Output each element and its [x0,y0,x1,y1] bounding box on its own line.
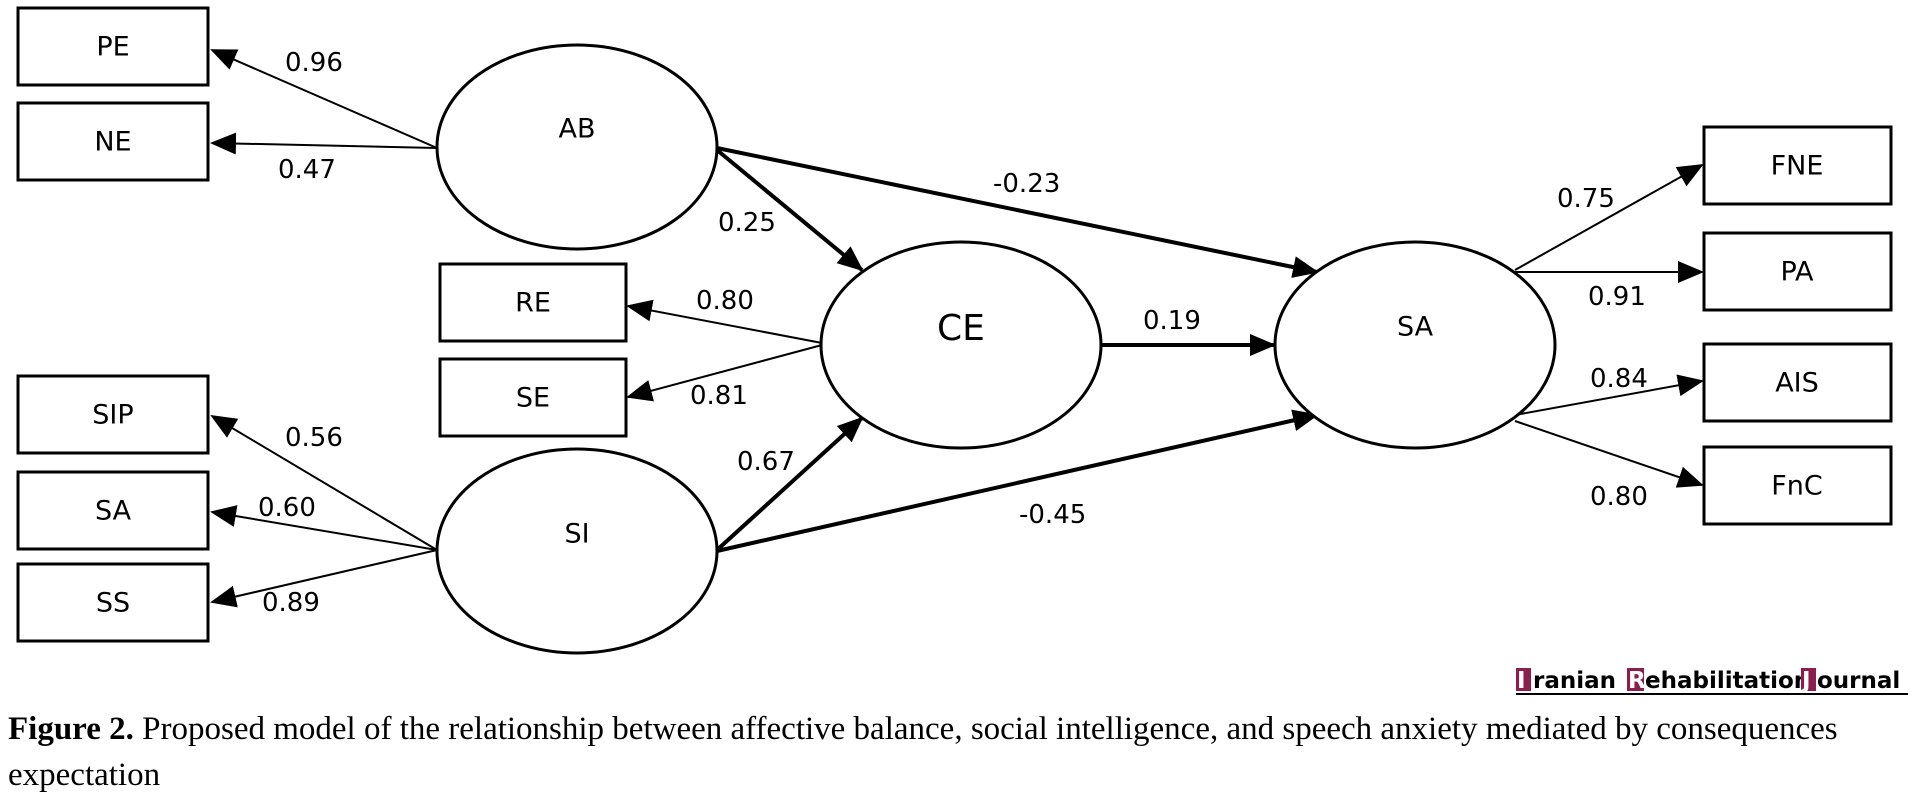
edge-ce-se [626,344,823,402]
edge-sa-fnc [1514,420,1704,488]
box-fnc [1702,445,1893,526]
box-fne-label: FNE [1771,151,1824,182]
ellipse-ab-label: AB [559,114,596,145]
coef-si-sa: 0.60 [258,493,316,523]
edges [210,49,1704,608]
edge-sa-ais [1514,374,1704,416]
box-fne [1702,125,1893,206]
box-ss [16,562,210,643]
box-re [438,262,628,343]
ellipse-si-label: SI [564,519,589,550]
edge-ab-sa [716,146,1319,278]
edge-si-sip [210,414,438,551]
coef-si-ss: 0.89 [262,588,320,618]
box-ne [16,101,210,182]
edge-si-ce [715,416,864,552]
edge-sa-fne [1514,164,1704,271]
brand-i-box [1516,668,1531,691]
box-pe-label: PE [96,32,129,63]
box-se-label: SE [516,383,550,414]
ellipse-ab [435,43,719,251]
edge-si-sa-latent [716,409,1319,553]
box-ss-label: SS [96,588,130,619]
brand-i-letter: I [1517,668,1526,694]
indicator-boxes: PE NE RE SE SIP SA SS FNE PA AIS FnC [16,6,1893,643]
brand-r-box [1627,668,1644,691]
box-fnc-label: FnC [1771,471,1823,502]
brand-r-letter: R [1628,668,1646,694]
box-pe [16,6,210,87]
ellipse-ce [819,240,1103,450]
coef-ce-se: 0.81 [690,381,748,411]
ellipse-sa [1273,240,1557,450]
coef-ce-re: 0.80 [696,286,754,316]
ellipse-ce-label: CE [937,308,985,349]
coef-si-sa-latent: -0.45 [1019,500,1086,530]
box-sip [16,374,210,455]
caption-text: Proposed model of the relationship betwe… [8,711,1838,793]
coefficient-labels: 0.96 0.47 0.25 -0.23 0.80 0.81 0.19 0.56… [258,48,1648,618]
brand-ehab: ehabilitation [1645,668,1810,694]
box-pa-label: PA [1780,257,1814,288]
box-ais-label: AIS [1775,368,1819,399]
path-diagram: PE NE RE SE SIP SA SS FNE PA AIS FnC AB … [16,6,1908,695]
box-re-label: RE [515,288,551,319]
edge-ab-pe [210,49,438,149]
coef-sa-pa: 0.91 [1588,282,1646,312]
latent-ellipses: AB CE SI SA [435,43,1557,655]
brand-ournal: ournal [1817,668,1900,694]
box-sip-label: SIP [92,400,133,431]
journal-brand: I ranian R ehabilitation J ournal [1516,668,1908,695]
edge-si-ss [210,549,438,608]
box-sa-indicator-label: SA [95,496,132,527]
ellipse-si [435,447,719,655]
brand-j-letter: J [1800,668,1811,694]
coef-ab-ne: 0.47 [278,155,336,185]
box-sa-indicator [16,470,210,551]
edge-ab-ne [210,132,438,155]
edge-ab-ce [715,148,864,272]
box-ne-label: NE [94,127,131,158]
edge-si-sa [210,505,438,551]
caption-label: Figure 2. [8,711,134,747]
box-pa [1702,231,1893,312]
coef-sa-fnc: 0.80 [1590,482,1648,512]
box-se [438,357,628,438]
box-ais [1702,342,1893,423]
brand-j-box [1801,668,1816,691]
brand-ranian: ranian [1533,668,1616,694]
coef-ab-sa: -0.23 [993,169,1060,199]
edge-ce-re [626,299,823,344]
coef-ab-ce: 0.25 [718,208,776,238]
coef-si-sip: 0.56 [285,423,343,453]
figure-caption: Figure 2. Proposed model of the relation… [8,706,1908,798]
ellipse-sa-label: SA [1397,312,1434,343]
coef-ab-pe: 0.96 [285,48,343,78]
coef-sa-ais: 0.84 [1590,364,1648,394]
coef-si-ce: 0.67 [737,447,795,477]
coef-ce-sa: 0.19 [1143,306,1201,336]
coef-sa-fne: 0.75 [1557,184,1615,214]
